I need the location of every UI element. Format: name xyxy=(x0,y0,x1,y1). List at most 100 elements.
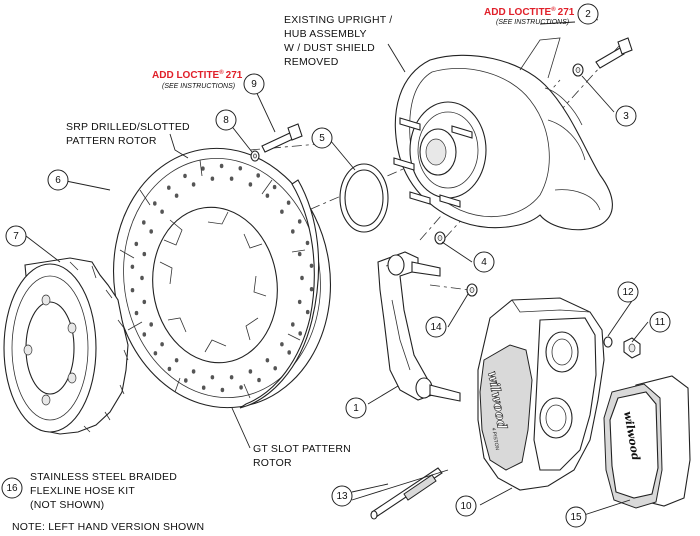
drill-hole xyxy=(183,173,187,179)
drill-hole xyxy=(191,369,196,374)
hub-upright-assembly xyxy=(393,37,613,231)
gt-rotor-label-line2: ROTOR xyxy=(253,457,292,469)
callout-16: 16 xyxy=(1,477,23,499)
drill-hole xyxy=(149,229,153,234)
drill-hole xyxy=(229,375,234,380)
drill-hole xyxy=(210,176,215,181)
callout-number: 1 xyxy=(353,403,359,414)
drill-hole xyxy=(174,193,179,198)
callout-number: 8 xyxy=(223,115,229,126)
loctite-top-right-main: ADD LOCTITE xyxy=(484,7,552,18)
loctite-left: ADD LOCTITE®271 xyxy=(152,69,243,81)
washer-12 xyxy=(603,336,613,348)
drill-hole xyxy=(273,366,278,371)
callout-circle xyxy=(345,397,367,419)
drill-hole xyxy=(300,275,304,281)
callout-circle xyxy=(1,477,23,499)
drill-hole xyxy=(265,358,270,363)
drill-hole xyxy=(305,240,310,246)
callout-number: 10 xyxy=(460,501,472,512)
drill-hole xyxy=(287,350,292,355)
callout-circle xyxy=(47,169,69,191)
brake-pads: wilwood xyxy=(603,375,691,509)
callout-1: 1 xyxy=(345,397,367,419)
wheel-studs xyxy=(393,117,473,208)
drill-hole xyxy=(184,378,188,383)
drill-hole xyxy=(297,299,302,305)
rotor-slots xyxy=(119,159,306,399)
caliper-piston-text: 4 PISTON xyxy=(490,427,500,451)
callout-circle xyxy=(5,225,27,247)
callout-circle xyxy=(617,281,639,303)
text-labels: EXISTING UPRIGHT / HUB ASSEMBLY W / DUST… xyxy=(12,6,575,533)
callout-circle xyxy=(649,311,671,333)
drill-hole xyxy=(309,263,314,268)
callout-circle xyxy=(331,485,353,507)
srp-rotor-label-line2: PATTERN ROTOR xyxy=(66,135,157,147)
drill-hole xyxy=(297,251,302,257)
drill-hole xyxy=(153,201,157,206)
callout-10: 10 xyxy=(455,495,477,517)
callout-8: 8 xyxy=(215,109,237,131)
callout-number: 6 xyxy=(55,175,61,186)
loctite-top-right: ADD LOCTITE®271 xyxy=(484,6,575,18)
drill-hole xyxy=(167,366,172,372)
drill-hole xyxy=(134,241,139,247)
drill-hole xyxy=(149,322,153,327)
callout-circle xyxy=(215,109,237,131)
drill-hole xyxy=(210,375,215,380)
drill-hole xyxy=(220,387,225,393)
callout-circle xyxy=(615,105,637,127)
drill-hole xyxy=(239,385,243,390)
drill-hole xyxy=(229,176,234,181)
callout-2: 2 xyxy=(577,3,599,25)
callout-number: 5 xyxy=(319,133,325,144)
upright-label-line4: REMOVED xyxy=(284,56,339,68)
drill-hole xyxy=(219,163,224,169)
callout-number: 9 xyxy=(251,79,257,90)
upright-label-line1: EXISTING UPRIGHT / xyxy=(284,14,392,26)
callout-6: 6 xyxy=(47,169,69,191)
callout-5: 5 xyxy=(311,127,333,149)
hose-kit-label-line1: STAINLESS STEEL BRAIDED xyxy=(30,471,177,483)
washer-14 xyxy=(466,283,478,297)
callout-14: 14 xyxy=(425,316,447,338)
callout-number: 2 xyxy=(585,9,591,20)
loctite-top-right-reg: ® xyxy=(551,6,556,13)
upright-label-line3: W / DUST SHIELD xyxy=(284,42,375,54)
drill-hole xyxy=(191,182,196,187)
drill-hole xyxy=(201,166,205,171)
drill-hole xyxy=(286,200,291,205)
callout-circle xyxy=(311,127,333,149)
loctite-left-main: ADD LOCTITE xyxy=(152,70,220,81)
drill-hole xyxy=(297,219,302,224)
callout-circle xyxy=(565,506,587,528)
drill-hole xyxy=(140,275,144,281)
callout-circle xyxy=(577,3,599,25)
loctite-left-note: (SEE INSTRUCTIONS) xyxy=(162,83,235,90)
rotor-hat xyxy=(3,257,129,435)
drill-hole xyxy=(142,299,147,305)
drill-hole xyxy=(142,332,147,337)
callout-12: 12 xyxy=(617,281,639,303)
callout-number: 3 xyxy=(623,111,629,122)
nut-11 xyxy=(623,337,641,359)
callout-13: 13 xyxy=(331,485,353,507)
shim-ring-5 xyxy=(339,163,389,233)
gt-rotor-label-line1: GT SLOT PATTERN xyxy=(253,443,351,455)
callout-circle xyxy=(473,251,495,273)
callout-circle xyxy=(455,495,477,517)
drill-hole xyxy=(280,342,284,347)
washer-3 xyxy=(572,63,584,77)
callout-number: 14 xyxy=(430,322,442,333)
drill-hole xyxy=(280,209,284,214)
drill-hole xyxy=(160,342,164,347)
drill-hole xyxy=(291,229,295,234)
pad-retainer-pin xyxy=(370,467,443,520)
callout-number: 15 xyxy=(570,512,582,523)
bolt-2 xyxy=(595,37,633,69)
drill-hole xyxy=(142,220,146,225)
drill-hole xyxy=(305,309,310,315)
callout-15: 15 xyxy=(565,506,587,528)
rotor-drill-holes xyxy=(130,163,314,393)
